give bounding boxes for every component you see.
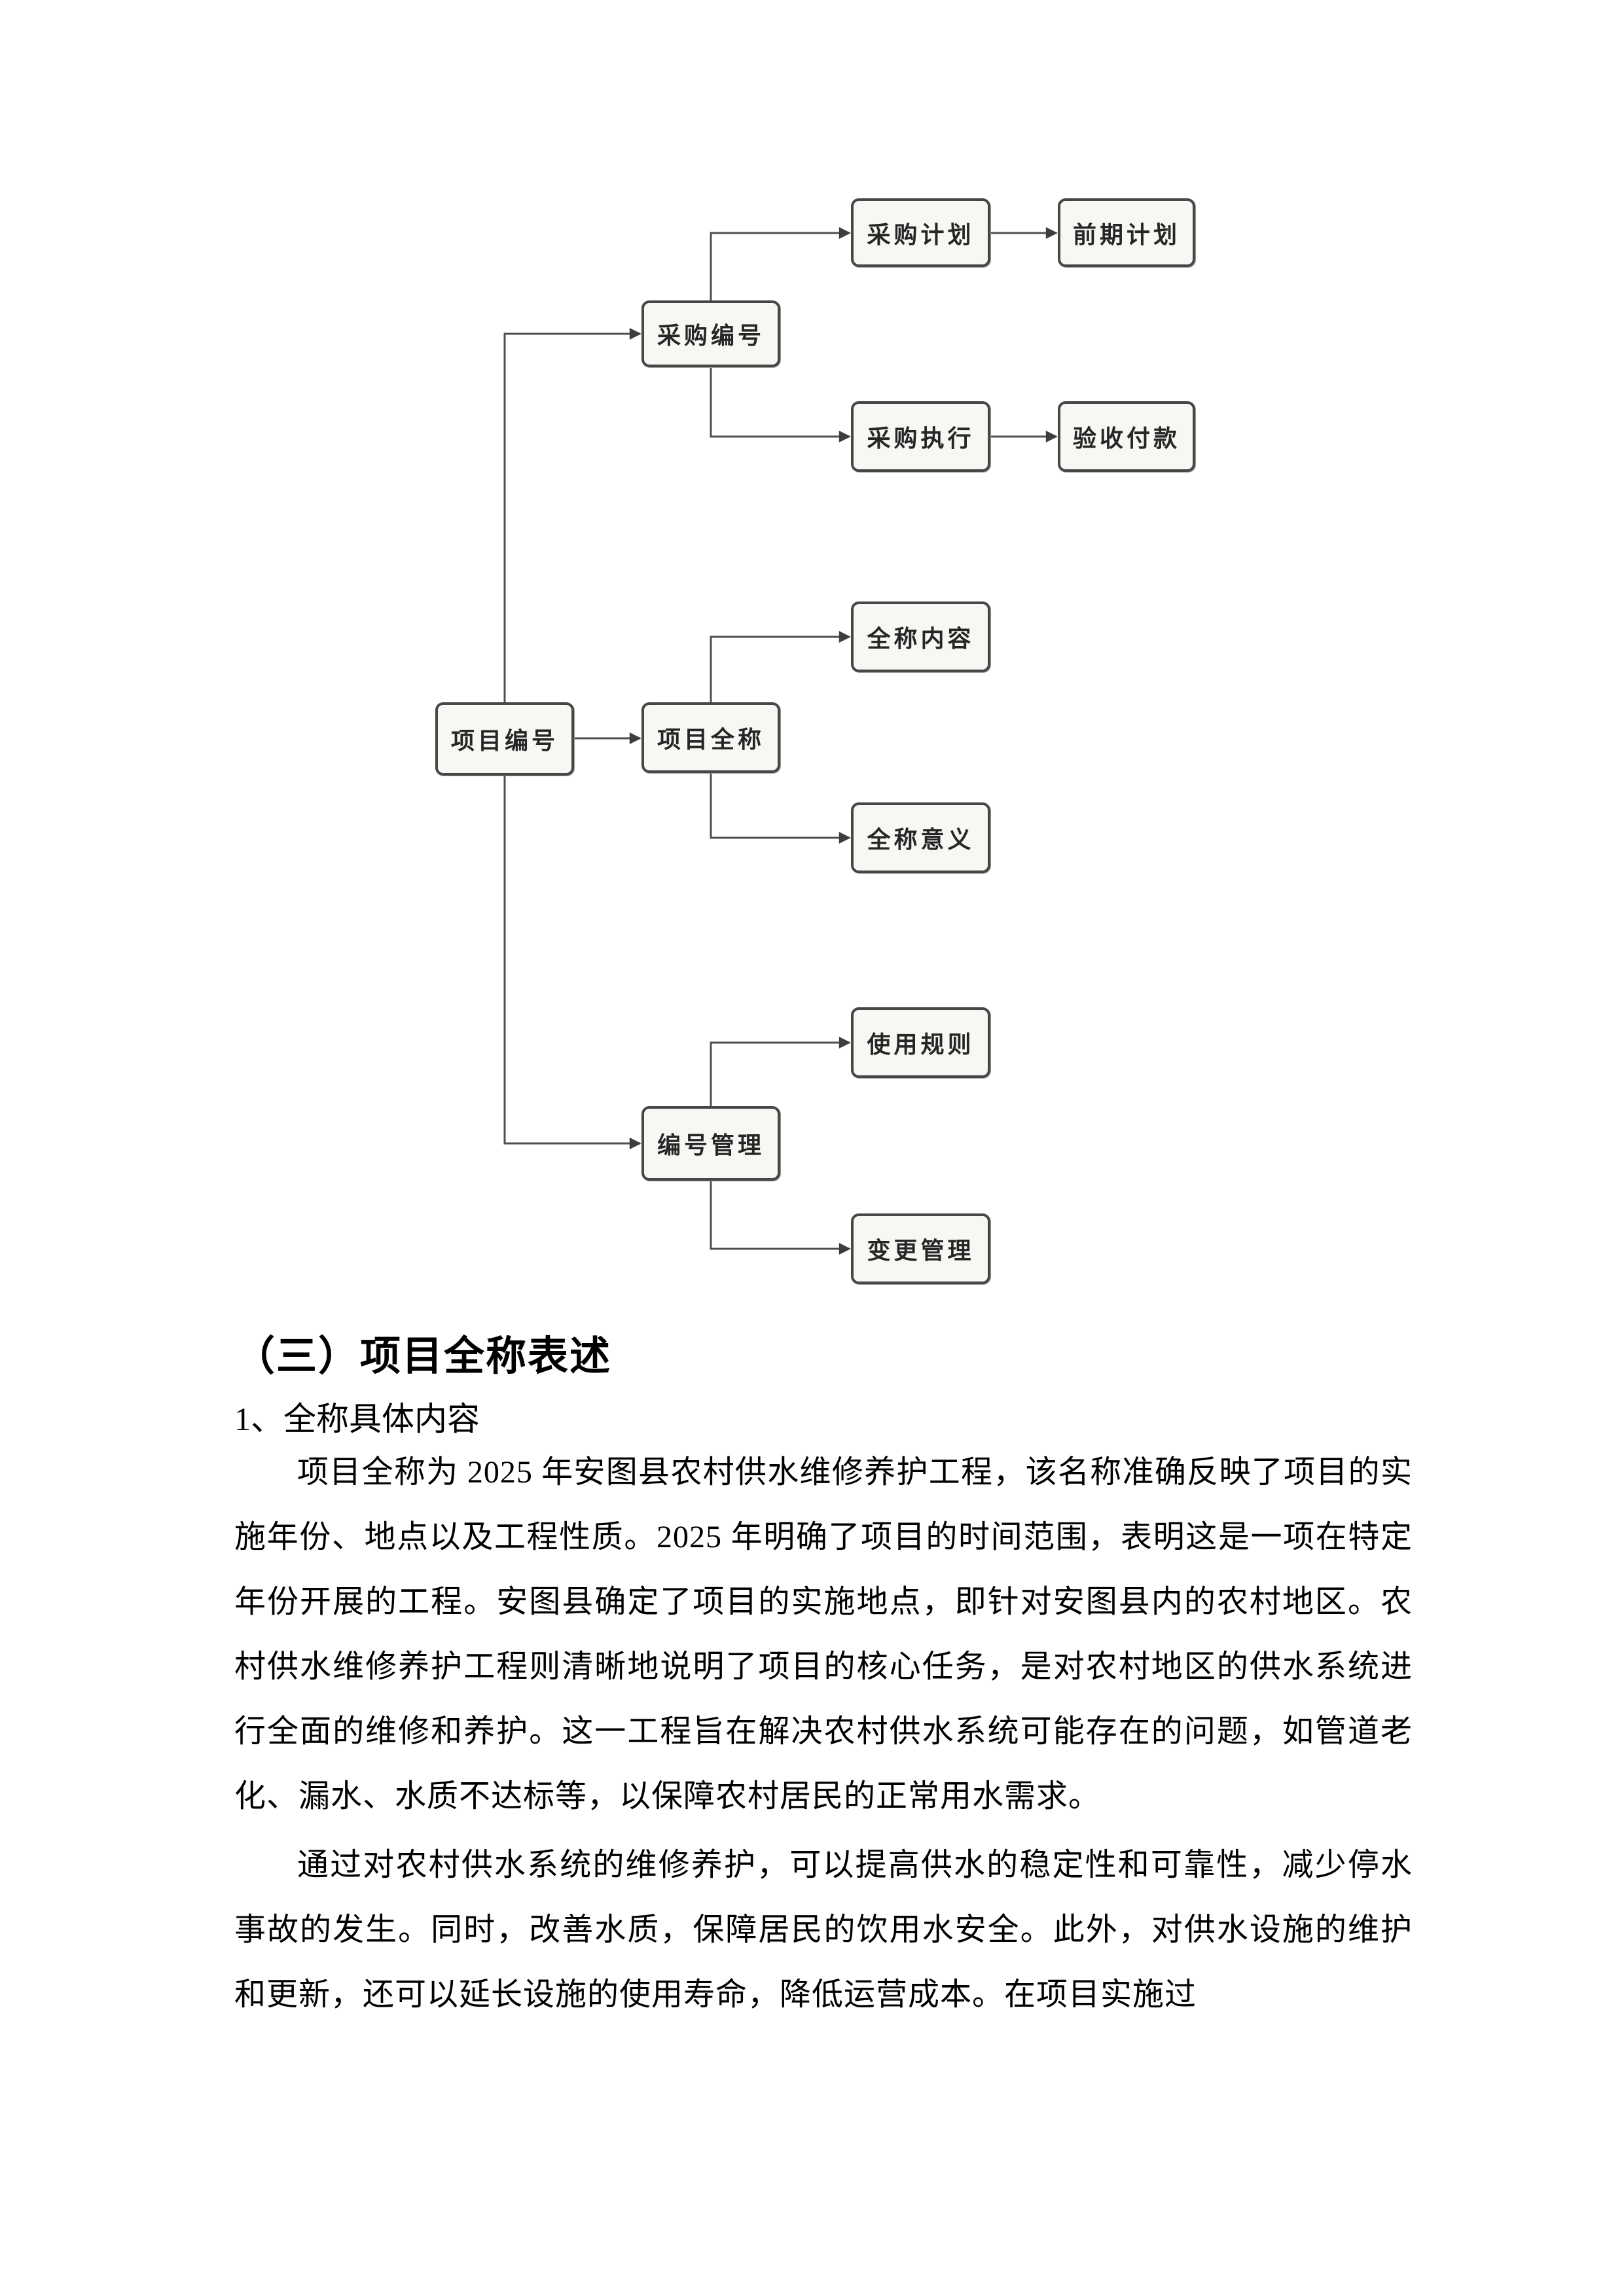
edge-xiangmuquancheng-quanchengyiyi xyxy=(710,773,851,844)
node-xiangmu-quancheng: 项目全称 xyxy=(641,702,780,773)
node-qianqi-jihua: 前期计划 xyxy=(1058,198,1195,267)
node-label: 采购执行 xyxy=(867,425,975,452)
node-bianhao-guanli: 编号管理 xyxy=(641,1106,780,1181)
node-label: 项目全称 xyxy=(657,726,765,753)
paragraph-1: 项目全称为 2025 年安图县农村供水维修养护工程，该名称准确反映了项目的实施年… xyxy=(234,1455,1413,1814)
text-body: （三）项目全称表述 1、全称具体内容 项目全称为 2025 年安图县农村供水维修… xyxy=(234,1329,1413,2027)
edge-xiangmubianhao-bianhaoguanli xyxy=(503,776,641,1149)
node-quancheng-neirong: 全称内容 xyxy=(851,601,990,672)
node-label: 采购编号 xyxy=(657,323,765,349)
node-label: 采购计划 xyxy=(867,221,975,248)
node-biangeng-guanli: 变更管理 xyxy=(851,1213,990,1284)
node-caigou-jihua: 采购计划 xyxy=(851,198,990,267)
node-label: 全称内容 xyxy=(867,626,975,652)
edge-xiangmubianhao-caigoubianhao xyxy=(503,328,641,702)
node-label: 全称意义 xyxy=(867,827,975,853)
node-caigou-zhixing: 采购执行 xyxy=(851,401,990,472)
flowchart-connectors xyxy=(503,227,1058,1255)
edge-bianhaoguanli-biangengguanli xyxy=(710,1181,851,1255)
node-label: 编号管理 xyxy=(657,1132,765,1158)
subsection-heading: 1、全称具体内容 xyxy=(234,1401,480,1437)
edge-bianhaoguanli-shiyongguize xyxy=(710,1037,851,1106)
node-label: 项目编号 xyxy=(450,728,558,754)
paragraph-2: 通过对农村供水系统的维修养护，可以提高供水的稳定性和可靠性，减少停水事故的发生。… xyxy=(234,1848,1413,2012)
node-label: 前期计划 xyxy=(1072,221,1180,248)
project-number-flowchart: 采购计划 前期计划 采购编号 采购执行 验收付款 全称内容 项目编号 项目全称 … xyxy=(435,198,1195,1284)
node-quancheng-yiyi: 全称意义 xyxy=(851,802,990,873)
node-caigou-bianhao: 采购编号 xyxy=(641,300,780,367)
node-yanshou-fukuan: 验收付款 xyxy=(1058,401,1195,472)
edge-xiangmuquancheng-quanchengneirong xyxy=(710,631,851,702)
node-label: 验收付款 xyxy=(1072,425,1180,452)
node-label: 使用规则 xyxy=(867,1031,975,1058)
node-shiyong-guize: 使用规则 xyxy=(851,1007,990,1078)
edge-caigoubianhao-caigouzhixing xyxy=(710,367,851,442)
edge-caigoubianhao-caigoujihua xyxy=(710,227,851,300)
section-heading: （三）项目全称表述 xyxy=(234,1335,612,1379)
node-xiangmu-bianhao: 项目编号 xyxy=(435,702,574,776)
node-label: 变更管理 xyxy=(867,1238,975,1264)
